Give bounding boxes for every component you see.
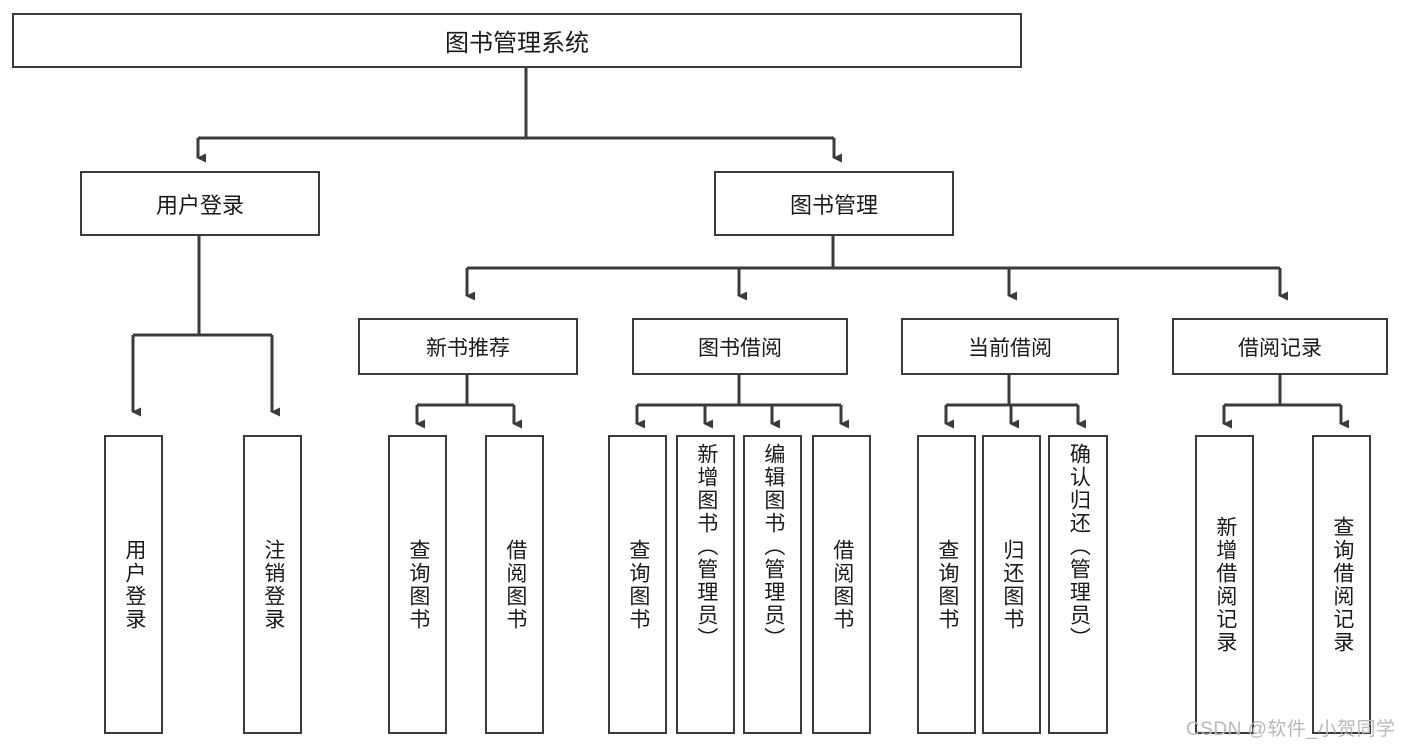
node-label: 用户登录 bbox=[155, 192, 244, 218]
node-label: 图书管理系统 bbox=[445, 30, 589, 57]
node-book-borrow[interactable]: 图书借阅 bbox=[632, 318, 848, 375]
node-label: 确认归还（管理员） bbox=[1067, 443, 1091, 650]
leaf-recommend-borrow-book[interactable]: 借阅图书 bbox=[485, 435, 544, 734]
leaf-borrow-add-book-admin[interactable]: 新增图书（管理员） bbox=[676, 435, 735, 734]
leaf-user-login[interactable]: 用户登录 bbox=[104, 435, 163, 734]
node-label: 查询图书 bbox=[406, 538, 430, 631]
leaf-borrow-edit-book-admin[interactable]: 编辑图书（管理员） bbox=[743, 435, 802, 734]
node-label: 查询图书 bbox=[626, 538, 650, 631]
node-label: 图书借阅 bbox=[698, 336, 782, 360]
node-label: 当前借阅 bbox=[968, 336, 1052, 360]
leaf-current-confirm-return-admin[interactable]: 确认归还（管理员） bbox=[1048, 435, 1108, 734]
leaf-record-query-borrow-record[interactable]: 查询借阅记录 bbox=[1312, 435, 1371, 734]
node-label: 注销登录 bbox=[261, 538, 285, 631]
node-borrow-record[interactable]: 借阅记录 bbox=[1172, 318, 1388, 375]
node-book-management[interactable]: 图书管理 bbox=[714, 171, 954, 236]
node-label: 借阅图书 bbox=[503, 538, 527, 631]
node-current-borrow[interactable]: 当前借阅 bbox=[901, 318, 1119, 375]
csdn-watermark: CSDN @软件_小贺同学 bbox=[1186, 719, 1396, 740]
node-label: 编辑图书（管理员） bbox=[761, 443, 785, 650]
leaf-recommend-query-book[interactable]: 查询图书 bbox=[388, 435, 447, 734]
node-label: 新增借阅记录 bbox=[1213, 515, 1237, 654]
leaf-user-logout[interactable]: 注销登录 bbox=[243, 435, 302, 734]
node-label: 查询图书 bbox=[935, 538, 959, 631]
leaf-record-add-borrow-record[interactable]: 新增借阅记录 bbox=[1195, 435, 1254, 734]
node-label: 新增图书（管理员） bbox=[694, 443, 718, 650]
node-label: 借阅记录 bbox=[1238, 336, 1322, 360]
node-label: 借阅图书 bbox=[830, 538, 854, 631]
leaf-current-query-book[interactable]: 查询图书 bbox=[917, 435, 976, 734]
node-label: 归还图书 bbox=[1000, 538, 1024, 631]
node-user-login[interactable]: 用户登录 bbox=[80, 171, 320, 236]
node-label: 图书管理 bbox=[789, 192, 878, 218]
leaf-borrow-query-book[interactable]: 查询图书 bbox=[608, 435, 667, 734]
node-label: 新书推荐 bbox=[426, 336, 510, 360]
node-new-book-recommend[interactable]: 新书推荐 bbox=[358, 318, 578, 375]
node-label: 查询借阅记录 bbox=[1330, 515, 1354, 654]
node-root-system[interactable]: 图书管理系统 bbox=[12, 13, 1022, 68]
leaf-borrow-borrow-book[interactable]: 借阅图书 bbox=[812, 435, 871, 734]
leaf-current-return-book[interactable]: 归还图书 bbox=[982, 435, 1041, 734]
node-label: 用户登录 bbox=[122, 538, 146, 631]
